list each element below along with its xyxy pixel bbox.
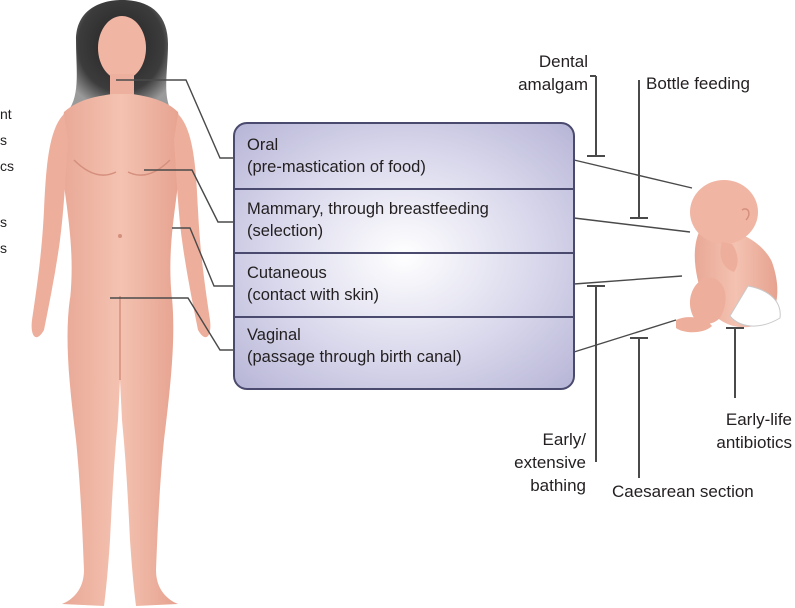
factor-antibiotics: Early-life antibiotics: [686, 408, 792, 454]
route-vaginal-detail: (passage through birth canal): [247, 346, 573, 368]
route-oral-name: Oral: [247, 134, 573, 156]
transmission-routes-box: Oral (pre-mastication of food) Mammary, …: [233, 122, 575, 390]
divider: [235, 316, 573, 318]
factor-dental-amalgam: Dental amalgam: [500, 50, 588, 96]
factor-caesarean: Caesarean section: [612, 480, 754, 503]
route-vaginal-name: Vaginal: [247, 324, 573, 346]
divider: [235, 188, 573, 190]
route-oral-detail: (pre-mastication of food): [247, 156, 573, 178]
route-oral: Oral (pre-mastication of food): [235, 134, 573, 178]
route-vaginal: Vaginal (passage through birth canal): [235, 324, 573, 368]
route-cutaneous: Cutaneous (contact with skin): [235, 262, 573, 306]
divider: [235, 252, 573, 254]
factor-early-bathing: Early/ extensive bathing: [496, 428, 586, 497]
route-cutaneous-detail: (contact with skin): [247, 284, 573, 306]
route-mammary: Mammary, through breastfeeding (selectio…: [235, 198, 573, 242]
route-cutaneous-name: Cutaneous: [247, 262, 573, 284]
route-mammary-name: Mammary, through breastfeeding: [247, 198, 573, 220]
route-mammary-detail: (selection): [247, 220, 573, 242]
woman-figure: [32, 0, 211, 606]
factor-bottle-feeding: Bottle feeding: [646, 72, 750, 95]
baby-figure: [676, 180, 780, 332]
